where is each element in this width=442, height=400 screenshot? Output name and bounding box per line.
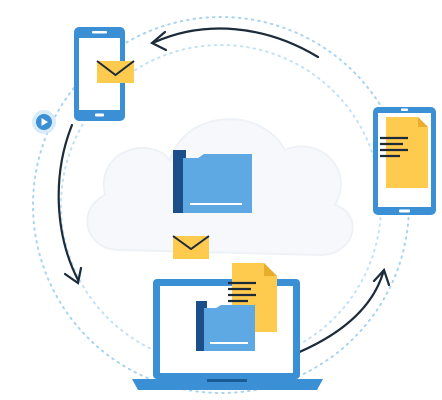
play-icon	[32, 110, 56, 134]
folder-back	[173, 150, 186, 213]
tablet-home-button	[399, 209, 410, 213]
folder-icon	[196, 301, 255, 351]
arrow-laptop-to-tablet	[288, 271, 385, 358]
arrowhead-laptop-to-tablet	[372, 267, 391, 287]
laptop-base	[132, 379, 323, 390]
arrowhead-tablet-to-phone	[150, 30, 168, 52]
smartphone-speaker	[92, 31, 107, 34]
document-icon	[380, 117, 428, 188]
sync-arrows	[57, 27, 391, 358]
arrowhead-phone-to-laptop	[63, 266, 83, 285]
arrow-tablet-to-phone	[153, 27, 320, 59]
laptop-trackpad-notch	[207, 379, 247, 382]
folder-front	[183, 154, 252, 213]
envelope-icon	[96, 60, 135, 83]
tablet-camera	[401, 108, 408, 111]
folder-back	[196, 301, 207, 351]
envelope-icon	[172, 235, 210, 259]
smartphone-home-button	[95, 113, 104, 117]
folder-icon	[173, 150, 252, 213]
arrow-phone-to-laptop	[57, 123, 80, 282]
folder-front	[204, 305, 255, 351]
